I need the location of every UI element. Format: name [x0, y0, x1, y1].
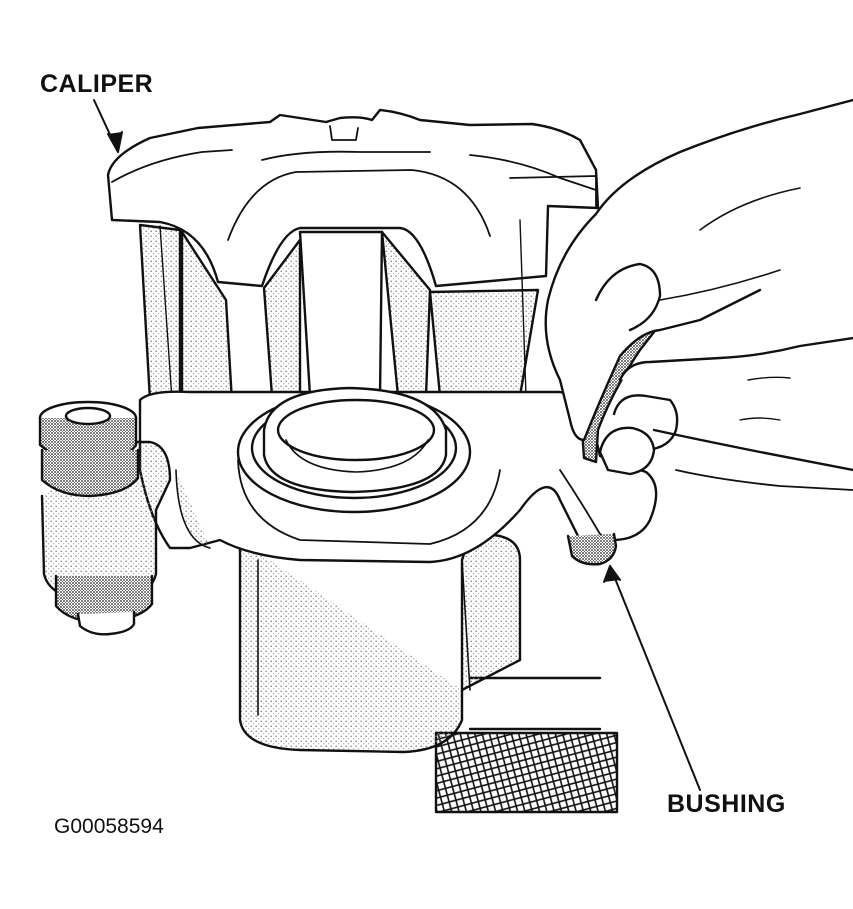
caliper-bridge: [106, 108, 600, 288]
callout-leaders: [93, 99, 701, 791]
figure-id: G00058594: [54, 815, 164, 838]
technician-hand: [544, 98, 853, 491]
caliper-lower-housing: [238, 533, 522, 754]
left-guide-pin: [38, 400, 172, 636]
caliper-piston: [236, 386, 472, 514]
work-surface: [434, 676, 619, 814]
caliper-label: CALIPER: [40, 70, 154, 98]
bushing-label: BUSHING: [667, 790, 786, 818]
